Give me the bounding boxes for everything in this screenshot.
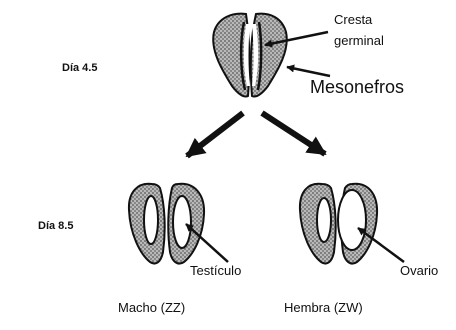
mesonefros-label: Mesonefros — [310, 77, 404, 98]
male-genotype-label: Macho (ZZ) — [118, 300, 185, 315]
cresta-label-line1: Cresta — [334, 12, 372, 27]
day-8-5-label: Día 8.5 — [38, 220, 73, 232]
cresta-label-line2: germinal — [334, 33, 384, 48]
arrow-to-female — [262, 113, 325, 154]
early-gonad-pair — [213, 14, 287, 97]
female-left-ovary — [317, 198, 331, 242]
male-gonad-pair — [129, 184, 204, 264]
female-genotype-label: Hembra (ZW) — [284, 300, 363, 315]
female-gonad-pair — [300, 184, 377, 264]
female-right-ovary — [338, 190, 366, 250]
arrow-to-male — [187, 113, 243, 156]
ovario-label: Ovario — [400, 263, 438, 278]
male-right-testis — [173, 196, 191, 248]
male-left-testis — [144, 196, 158, 244]
testiculo-label: Testículo — [190, 263, 241, 278]
mesonefros-pointer — [287, 67, 330, 76]
day-4-5-label: Día 4.5 — [62, 62, 97, 74]
